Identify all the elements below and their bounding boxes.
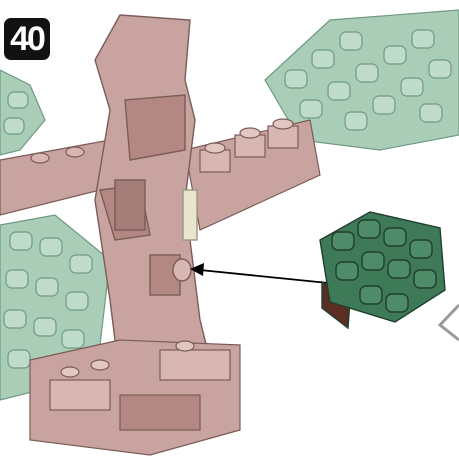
tree-trunk xyxy=(95,15,215,380)
placement-arrow xyxy=(190,263,328,283)
new-foliage-assembly-icon xyxy=(320,212,445,328)
base-bricks xyxy=(30,340,240,455)
edge-connector xyxy=(440,305,459,340)
right-branch xyxy=(185,119,320,230)
upper-left-foliage xyxy=(0,70,45,155)
